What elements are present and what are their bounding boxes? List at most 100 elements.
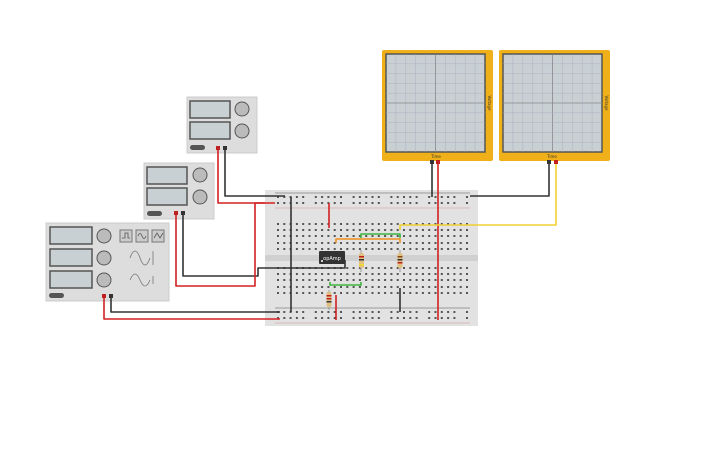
breadboard-hole[interactable] <box>447 248 450 250</box>
breadboard-hole[interactable] <box>409 311 412 313</box>
breadboard-hole[interactable] <box>447 196 450 198</box>
breadboard-hole[interactable] <box>421 229 424 231</box>
breadboard-hole[interactable] <box>434 286 437 288</box>
offset-knob[interactable] <box>96 272 112 288</box>
breadboard-hole[interactable] <box>428 286 431 288</box>
breadboard-hole[interactable] <box>333 279 336 281</box>
breadboard-hole[interactable] <box>390 202 393 204</box>
breadboard-hole[interactable] <box>409 279 412 281</box>
wire-fg-red[interactable] <box>103 298 280 320</box>
breadboard-hole[interactable] <box>308 235 311 237</box>
breadboard-hole[interactable] <box>421 248 424 250</box>
breadboard-hole[interactable] <box>340 279 342 281</box>
breadboard-hole[interactable] <box>302 223 305 225</box>
breadboard-hole[interactable] <box>428 279 431 281</box>
breadboard-hole[interactable] <box>377 317 380 319</box>
breadboard-hole[interactable] <box>333 248 336 250</box>
breadboard-hole[interactable] <box>396 317 399 319</box>
breadboard-hole[interactable] <box>409 223 412 225</box>
breadboard-hole[interactable] <box>447 279 450 281</box>
breadboard-hole[interactable] <box>321 317 324 319</box>
breadboard-hole[interactable] <box>327 311 330 313</box>
breadboard-hole[interactable] <box>352 242 355 244</box>
breadboard-hole[interactable] <box>403 196 405 198</box>
breadboard-hole[interactable] <box>403 292 405 294</box>
breadboard-hole[interactable] <box>440 223 443 225</box>
breadboard-hole[interactable] <box>302 273 305 275</box>
wire-green-top[interactable] <box>360 233 401 238</box>
breadboard-hole[interactable] <box>466 273 468 275</box>
breadboard-hole[interactable] <box>358 202 361 204</box>
breadboard-hole[interactable] <box>403 267 405 269</box>
breadboard-hole[interactable] <box>371 279 374 281</box>
breadboard-hole[interactable] <box>340 242 342 244</box>
voltage-knob[interactable] <box>192 167 208 183</box>
breadboard-hole[interactable] <box>283 311 286 313</box>
breadboard-hole[interactable] <box>346 292 349 294</box>
power-switch[interactable] <box>147 211 162 216</box>
breadboard-hole[interactable] <box>340 229 342 231</box>
breadboard-hole[interactable] <box>440 292 443 294</box>
breadboard-hole[interactable] <box>409 292 412 294</box>
sine-wave-button[interactable] <box>135 229 149 243</box>
breadboard-hole[interactable] <box>340 273 342 275</box>
breadboard-hole[interactable] <box>295 223 298 225</box>
breadboard-hole[interactable] <box>283 229 286 231</box>
breadboard-hole[interactable] <box>447 292 450 294</box>
wire-orange[interactable] <box>335 238 401 243</box>
breadboard-hole[interactable] <box>409 273 412 275</box>
breadboard-hole[interactable] <box>277 317 279 319</box>
function-generator[interactable] <box>45 222 170 302</box>
breadboard-hole[interactable] <box>377 196 380 198</box>
breadboard-hole[interactable] <box>415 235 418 237</box>
breadboard-hole[interactable] <box>421 242 424 244</box>
breadboard-hole[interactable] <box>314 292 317 294</box>
breadboard-hole[interactable] <box>277 202 279 204</box>
breadboard-hole[interactable] <box>377 273 380 275</box>
breadboard-hole[interactable] <box>396 292 399 294</box>
breadboard-hole[interactable] <box>377 248 380 250</box>
breadboard-hole[interactable] <box>358 311 361 313</box>
breadboard-hole[interactable] <box>352 229 355 231</box>
breadboard-hole[interactable] <box>283 235 286 237</box>
breadboard-hole[interactable] <box>409 229 412 231</box>
breadboard-hole[interactable] <box>396 223 399 225</box>
breadboard-hole[interactable] <box>352 248 355 250</box>
wire-supply1-black[interactable] <box>224 150 285 197</box>
breadboard-hole[interactable] <box>466 229 468 231</box>
breadboard-hole[interactable] <box>295 196 298 198</box>
breadboard-hole[interactable] <box>428 292 431 294</box>
breadboard-hole[interactable] <box>403 248 405 250</box>
breadboard-hole[interactable] <box>371 242 374 244</box>
breadboard-hole[interactable] <box>396 311 399 313</box>
breadboard-hole[interactable] <box>314 279 317 281</box>
breadboard-hole[interactable] <box>409 242 412 244</box>
breadboard-hole[interactable] <box>377 235 380 237</box>
breadboard-hole[interactable] <box>466 292 468 294</box>
breadboard-hole[interactable] <box>447 317 450 319</box>
breadboard-hole[interactable] <box>346 279 349 281</box>
breadboard-hole[interactable] <box>289 317 292 319</box>
breadboard-hole[interactable] <box>440 317 443 319</box>
breadboard-hole[interactable] <box>283 292 286 294</box>
breadboard-hole[interactable] <box>295 242 298 244</box>
breadboard-hole[interactable] <box>415 248 418 250</box>
breadboard-hole[interactable] <box>466 311 468 313</box>
breadboard-hole[interactable] <box>352 311 355 313</box>
wire-scope2-black[interactable] <box>470 164 550 197</box>
breadboard-hole[interactable] <box>346 223 349 225</box>
breadboard-hole[interactable] <box>308 273 311 275</box>
breadboard-hole[interactable] <box>283 317 286 319</box>
breadboard-hole[interactable] <box>314 317 317 319</box>
breadboard-hole[interactable] <box>415 273 418 275</box>
breadboard-hole[interactable] <box>453 311 456 313</box>
amplitude-knob[interactable] <box>96 250 112 266</box>
breadboard-hole[interactable] <box>302 229 305 231</box>
breadboard-hole[interactable] <box>390 196 393 198</box>
breadboard-hole[interactable] <box>277 235 279 237</box>
breadboard-hole[interactable] <box>440 248 443 250</box>
breadboard-hole[interactable] <box>302 292 305 294</box>
breadboard-hole[interactable] <box>302 311 305 313</box>
oscilloscope-2[interactable]: Voltage Time <box>499 50 610 164</box>
breadboard-hole[interactable] <box>283 279 286 281</box>
